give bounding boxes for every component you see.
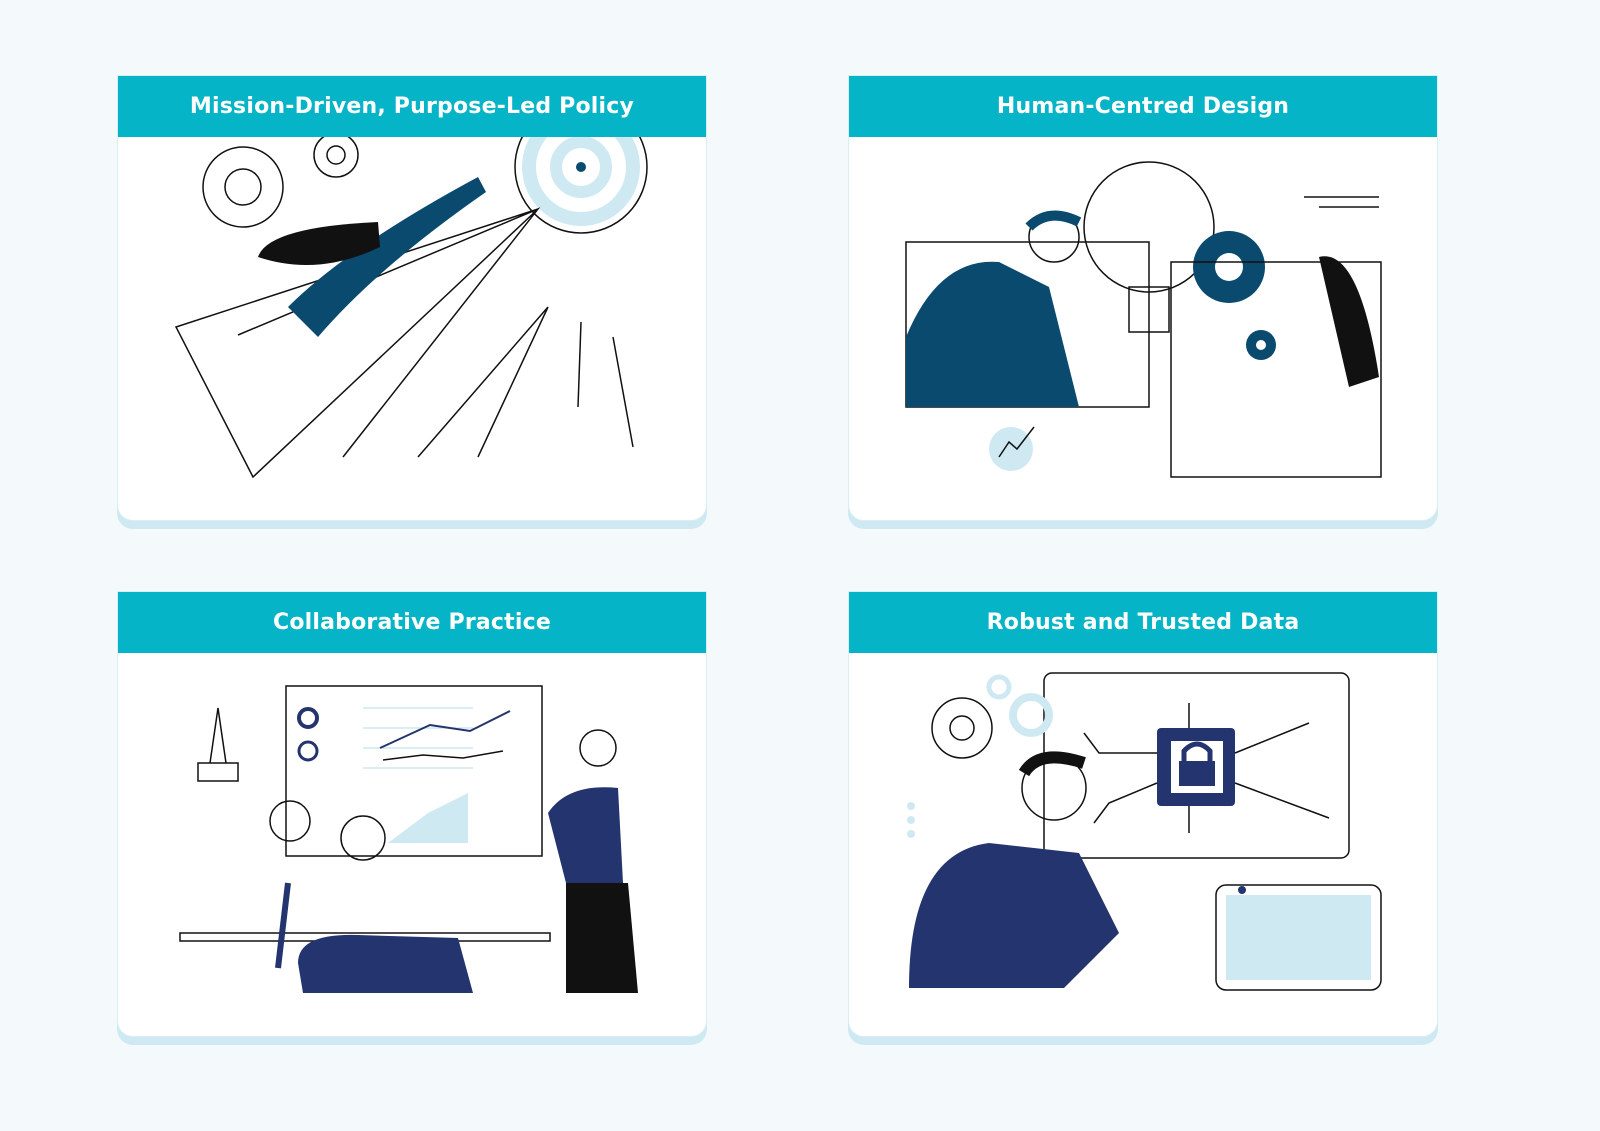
card-title: Human-Centred Design [849, 76, 1437, 137]
card-title: Robust and Trusted Data [849, 592, 1437, 653]
gear-icon [931, 697, 993, 759]
card-robust-data: Robust and Trusted Data [848, 591, 1438, 1037]
card-mission-driven: Mission-Driven, Purpose-Led Policy [117, 75, 707, 521]
monitor [1043, 672, 1350, 859]
whiteboard [285, 685, 543, 857]
gear-icon [313, 137, 359, 178]
card-title: Collaborative Practice [118, 592, 706, 653]
security-lock-illustration [907, 672, 1382, 991]
gear-icon [1193, 231, 1265, 303]
gear-icon [202, 146, 284, 228]
lock-icon [1157, 728, 1235, 806]
paper-plane-target-illustration [174, 137, 648, 479]
team-meeting-illustration [179, 685, 638, 993]
card-collaborative-practice: Collaborative Practice [117, 591, 707, 1037]
binary-data-panel [1215, 884, 1382, 991]
card-title: Mission-Driven, Purpose-Led Policy [118, 76, 706, 137]
lightbulb-gears-illustration [905, 161, 1382, 478]
lightbulb-icon [1083, 161, 1215, 333]
gear-icon [1246, 330, 1276, 360]
card-human-centred: Human-Centred Design [848, 75, 1438, 521]
target-icon [514, 137, 648, 234]
